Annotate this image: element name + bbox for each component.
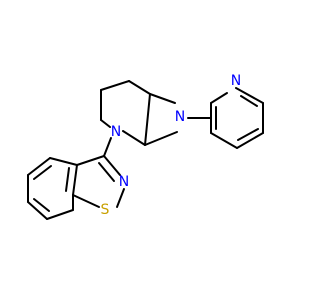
benzene-double-bond <box>33 198 50 212</box>
core-bond <box>103 137 112 157</box>
isothiazole-double-bond <box>98 162 115 182</box>
core-bond <box>144 131 178 146</box>
isothiazole-bond <box>76 155 105 166</box>
atom-s-isothiazole: S <box>101 202 110 218</box>
molecule-canvas: N N N N S <box>27 73 264 220</box>
molecule-structure: N N N N S <box>27 73 264 220</box>
core-bond <box>149 93 176 104</box>
benzene-bond <box>46 209 74 220</box>
pyridine-double-bond <box>237 128 259 141</box>
benzene-bond <box>27 201 48 220</box>
atom-n-isothiazole: N <box>119 174 129 190</box>
core-bond <box>122 130 146 146</box>
pyridine-bond <box>210 132 238 149</box>
isothiazole-bond <box>72 164 78 196</box>
pyridine-bond <box>235 87 264 104</box>
core-bond <box>144 93 151 146</box>
core-bond <box>100 119 111 128</box>
isothiazole-bond <box>72 194 100 208</box>
pyridine-ring <box>210 87 264 149</box>
atom-n-pyridine: N <box>231 73 241 89</box>
isothiazole-bond <box>103 155 121 176</box>
benzene-double-bond <box>65 167 70 192</box>
benzene-double-bond <box>33 165 52 180</box>
core-bond <box>128 80 151 95</box>
pyridine-bond <box>210 92 228 104</box>
benzisothiazole <box>27 155 125 220</box>
isothiazole-bond <box>116 188 125 208</box>
benzene-bond <box>49 157 78 166</box>
atom-n-pyrrolidine-left: N <box>111 124 121 140</box>
pyridine-bond <box>236 132 264 149</box>
atom-labels: N N N N S <box>101 73 242 218</box>
pyridine-double-bond <box>240 95 258 107</box>
benzene-bond <box>27 157 51 176</box>
atom-n-pyrrolidine-right: N <box>175 109 185 125</box>
bicyclic-core <box>100 80 212 157</box>
core-bond <box>100 80 130 91</box>
